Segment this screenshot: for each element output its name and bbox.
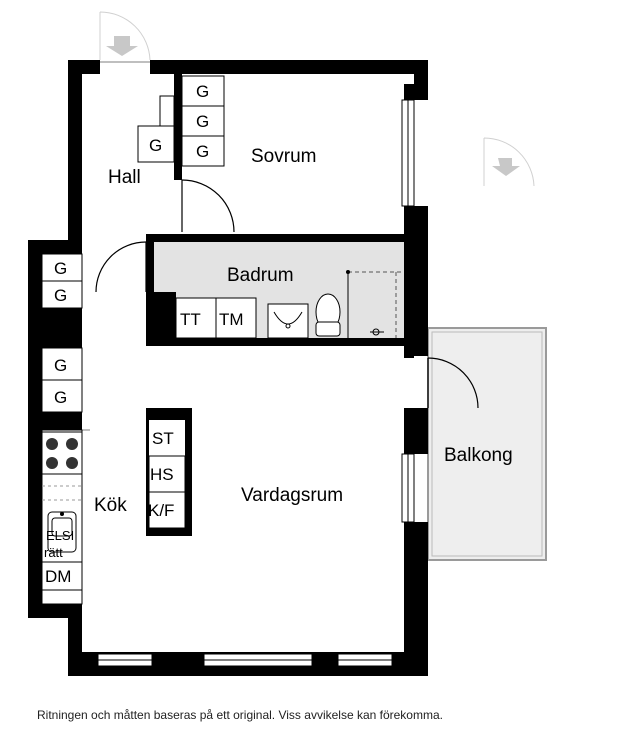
room-label-hall: Hall xyxy=(108,167,141,188)
wardrobe-left-3: G xyxy=(54,356,67,375)
wardrobe-left-1: G xyxy=(54,259,67,278)
wardrobe-left-2: G xyxy=(54,286,67,305)
compass-marker-top xyxy=(99,11,151,61)
balcony-rail xyxy=(431,331,543,557)
left-wardrobes-lower: G G xyxy=(41,347,83,413)
balcony-area xyxy=(427,327,547,561)
doors xyxy=(95,61,479,409)
disclaimer-text: Ritningen och måtten baseras på ett orig… xyxy=(37,708,443,722)
shower-icon xyxy=(346,270,404,338)
wardrobe-left-4: G xyxy=(54,388,67,407)
compass-marker-right xyxy=(483,137,535,187)
stove-icon xyxy=(41,431,83,475)
wardrobe-bedroom-2: G xyxy=(196,112,209,131)
wardrobe-hall-label: G xyxy=(149,136,162,155)
walls xyxy=(28,60,428,676)
windows xyxy=(97,99,415,667)
stove-label: ST xyxy=(152,429,174,448)
room-label-sovrum: Sovrum xyxy=(251,146,316,167)
kitchen-counter: ELSI rätt DM xyxy=(41,429,90,605)
bedroom-wardrobes: G G G xyxy=(181,75,225,167)
room-label-balkong: Balkong xyxy=(444,445,513,466)
fridge-freezer-label: K/F xyxy=(148,501,174,520)
sink-label-line1: ELSI xyxy=(46,528,74,543)
wardrobe-bedroom-3: G xyxy=(196,142,209,161)
left-wardrobes-upper: G G xyxy=(41,253,83,309)
kitchen-appliances: ST HS K/F xyxy=(146,408,192,536)
bathroom-sink-icon xyxy=(267,303,309,339)
bathroom-fixtures: TT TM xyxy=(175,270,404,339)
hood-label: HS xyxy=(150,465,174,484)
wardrobe-bedroom-1: G xyxy=(196,82,209,101)
sink-label-line2: rätt xyxy=(44,545,63,560)
room-label-badrum: Badrum xyxy=(227,265,294,286)
room-label-vardagsrum: Vardagsrum xyxy=(241,485,343,506)
washer-label: TM xyxy=(219,310,244,329)
kitchen-sink-icon xyxy=(47,511,77,553)
dishwasher-label: DM xyxy=(45,567,71,586)
dryer-label: TT xyxy=(180,310,201,329)
toilet-icon xyxy=(315,293,341,337)
room-label-kok: Kök xyxy=(94,495,127,516)
hall-wardrobe: G xyxy=(137,95,175,163)
